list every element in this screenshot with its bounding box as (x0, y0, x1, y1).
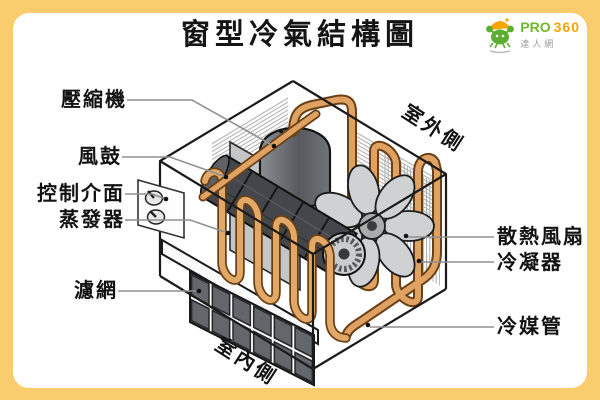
filter-shape (189, 270, 315, 387)
crab-icon (486, 18, 515, 54)
brand-subtitle: 達人網 (520, 39, 557, 49)
brand-pro: PRO (520, 19, 551, 35)
leader-lines (118, 99, 494, 328)
label-cooling-fan: 散熱風扇 (497, 226, 585, 248)
label-control-panel: 控制介面 (37, 183, 125, 205)
label-compressor: 壓縮機 (61, 89, 127, 111)
blower-shape (199, 154, 366, 277)
leader-dots (163, 143, 422, 328)
label-evaporator: 蒸發器 (59, 209, 125, 231)
label-fan-drum: 風鼓 (78, 146, 122, 168)
brand-360: 360 (553, 19, 580, 35)
ac-case-wireframe (158, 80, 448, 371)
label-condenser: 冷凝器 (497, 252, 563, 274)
label-refrigerant-pipe: 冷媒管 (497, 316, 563, 338)
label-filter: 濾網 (74, 280, 118, 302)
page-title: 窗型冷氣結構圖 (180, 19, 419, 51)
control-panel-shape (137, 178, 185, 240)
